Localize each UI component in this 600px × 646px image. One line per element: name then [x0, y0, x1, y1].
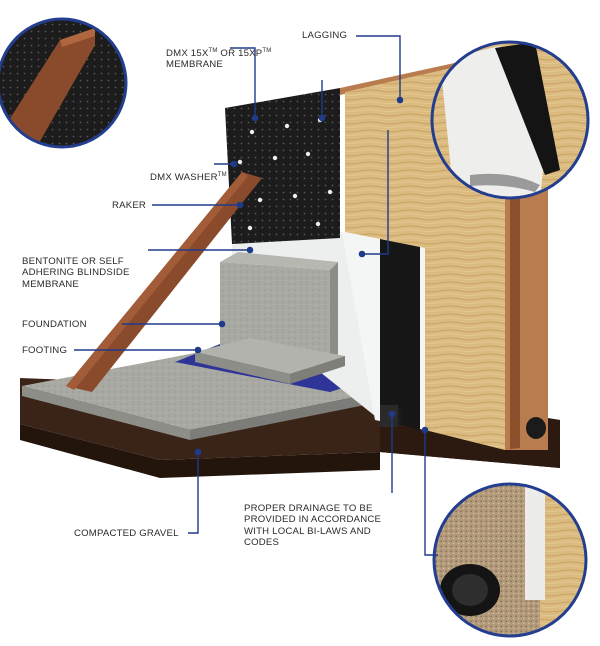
leader-membrane: [230, 47, 256, 118]
label-raker: RAKER: [112, 200, 147, 211]
dmx-washer: [249, 129, 255, 135]
concrete-slab: [22, 352, 380, 440]
leader-gravel: [188, 452, 199, 534]
label-footing: FOOTING: [22, 345, 68, 356]
label-lagging: LAGGING: [302, 30, 348, 41]
label-foundation: FOUNDATION: [22, 319, 87, 330]
raker: [66, 172, 262, 392]
footing: [195, 338, 345, 384]
drain-pipe: [380, 405, 546, 439]
leader-lagging: [356, 35, 401, 100]
detail-circle-drainage: [434, 484, 586, 636]
leader-lines: [74, 35, 438, 556]
leader-drainage-detail: [424, 430, 438, 556]
detail-circle-membrane: [0, 19, 126, 147]
label-washer: DMX WASHERTM: [150, 171, 227, 183]
foundation-wall: [220, 252, 338, 358]
detail-circle-washer: [432, 42, 588, 198]
label-gravel: COMPACTED GRAVEL: [74, 528, 179, 539]
leader-blindside-detail: [362, 130, 389, 255]
